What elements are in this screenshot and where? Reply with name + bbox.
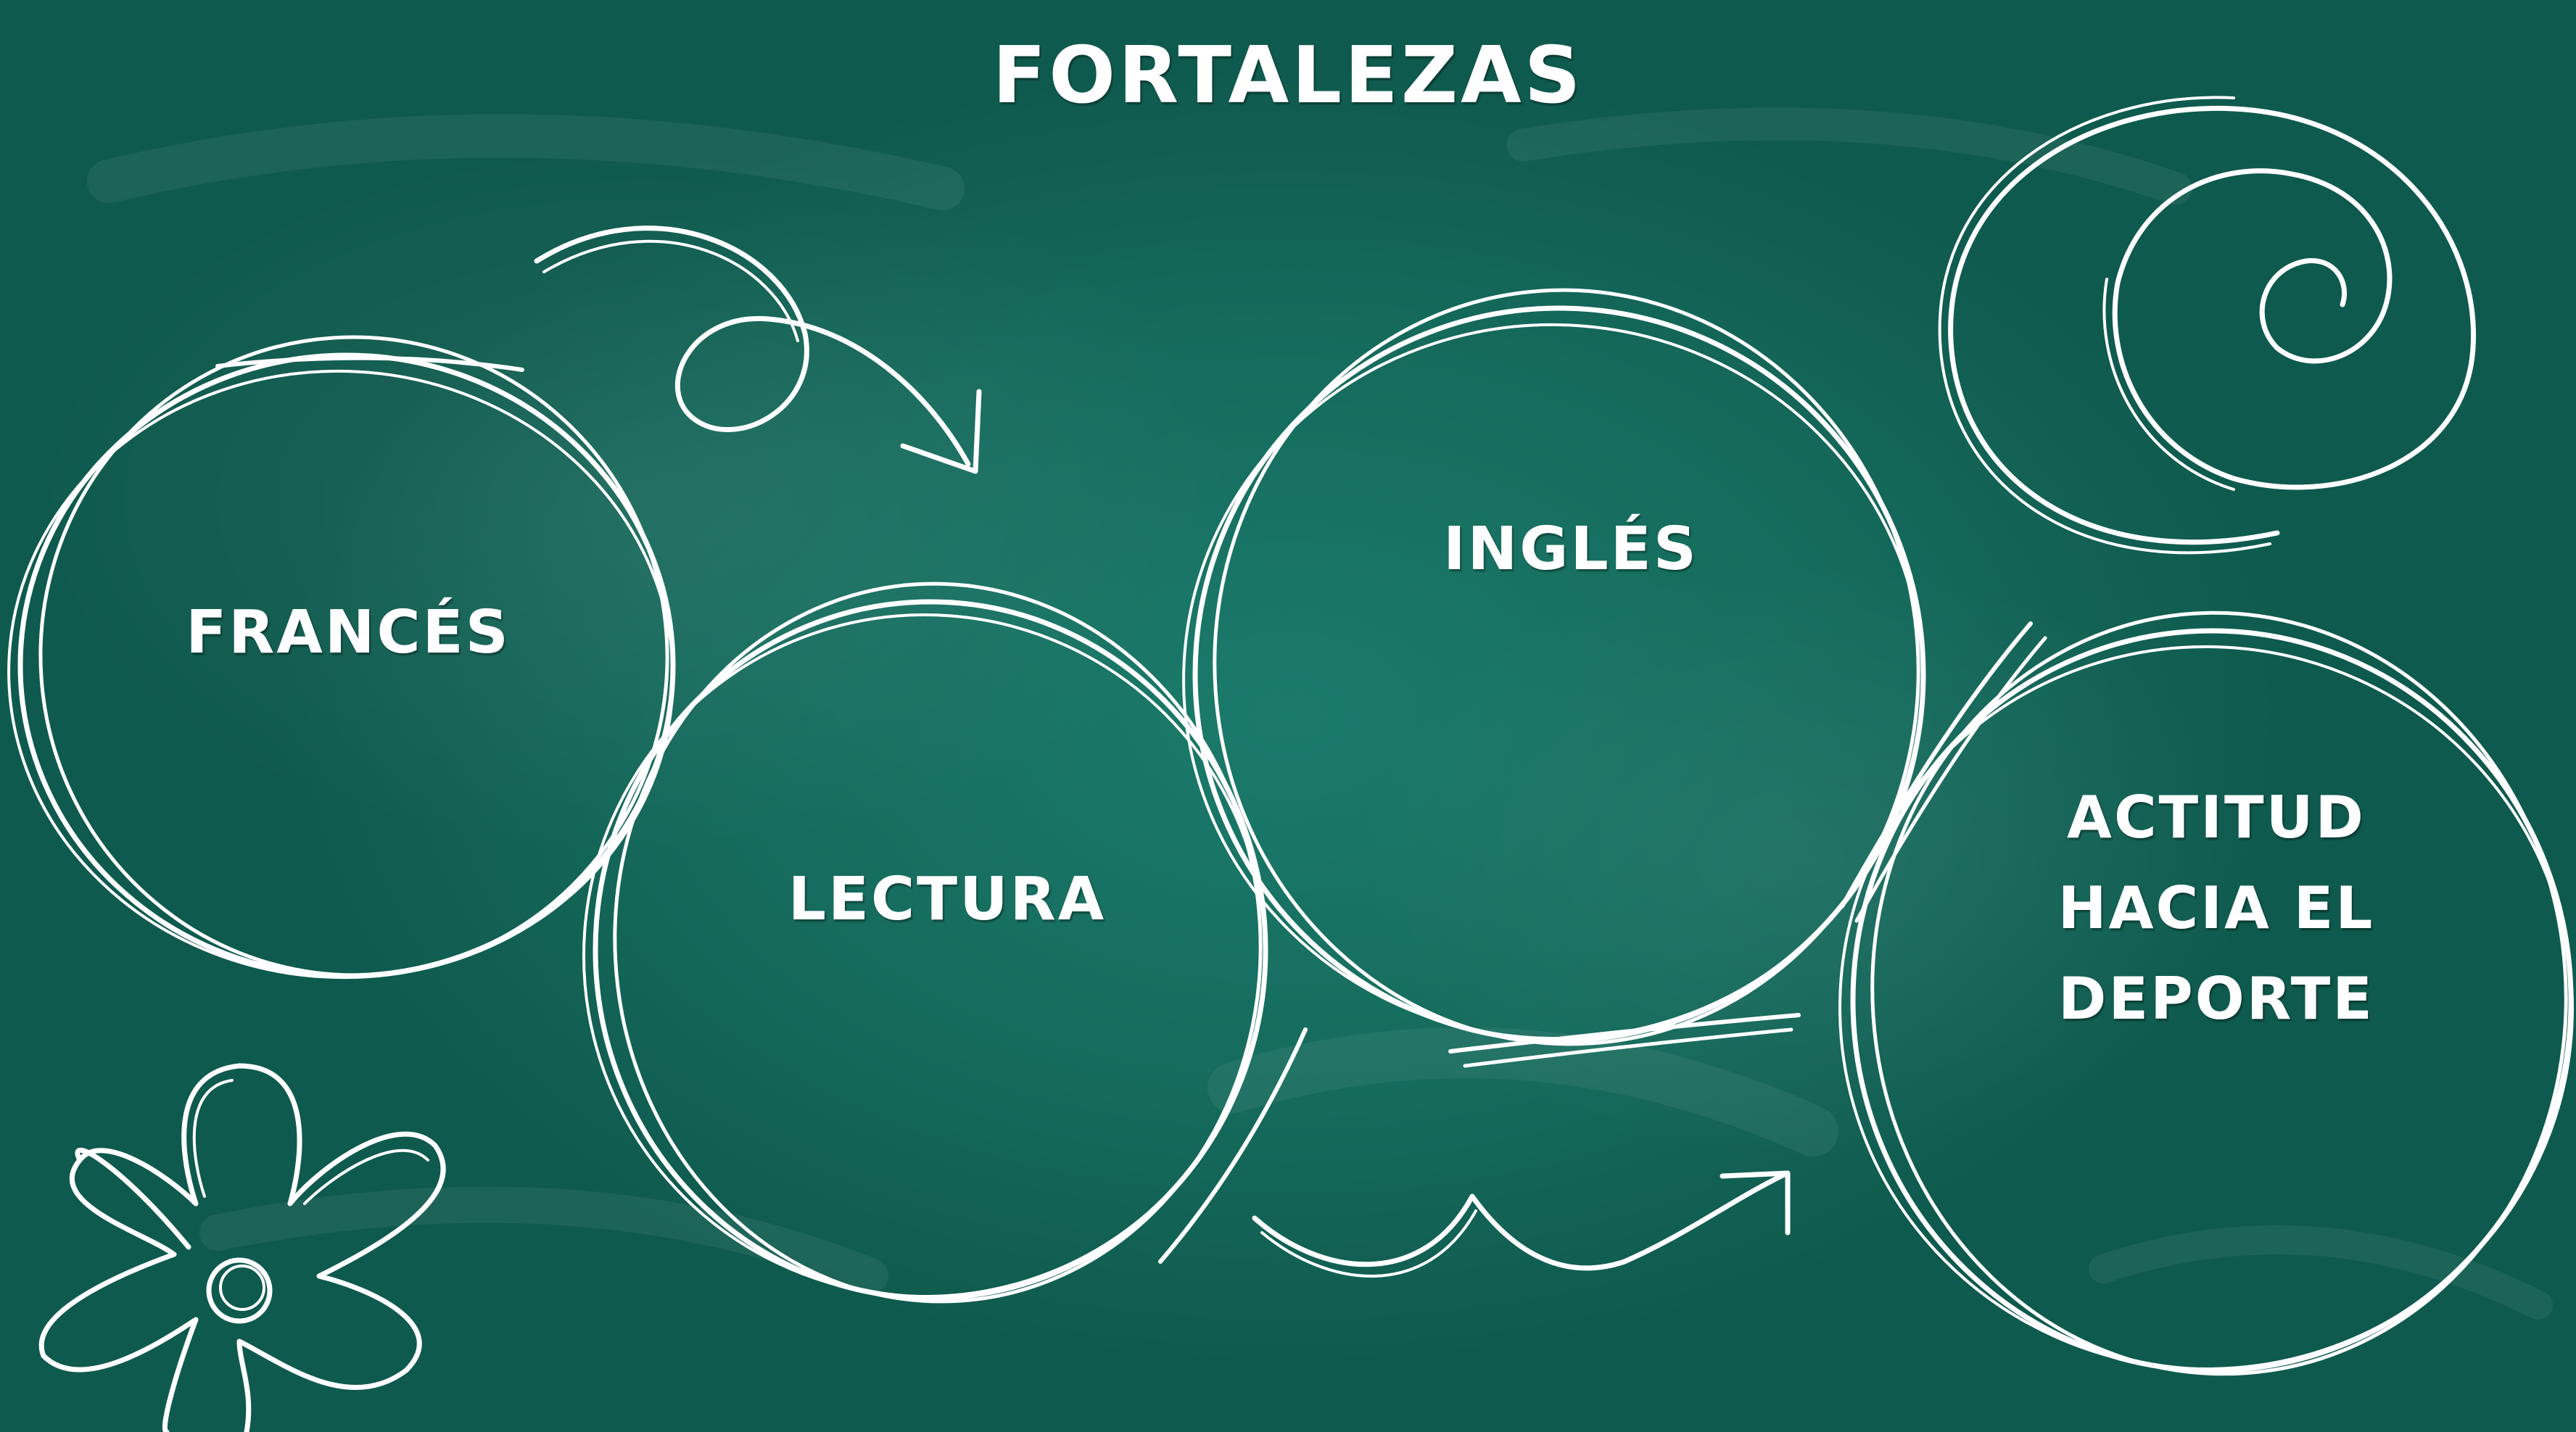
strength-label-ingles: INGLÉS (1443, 515, 1698, 584)
actitud-line-3: DEPORTE (2058, 965, 2374, 1032)
actitud-line-2: HACIA EL (2057, 874, 2375, 942)
strength-label-actitud: ACTITUD HACIA EL DEPORTE (1955, 772, 2477, 1044)
page-title: FORTALEZAS (992, 30, 1584, 121)
strength-label-lectura: LECTURA (788, 865, 1107, 934)
flower (38, 1063, 446, 1432)
curved-arrow (534, 225, 982, 474)
circle-actitud (1838, 611, 2574, 1376)
wavy-arrow (1252, 1170, 1791, 1278)
circle-lectura (582, 582, 1308, 1304)
circle-frances (7, 335, 676, 980)
spiral (1938, 96, 2477, 555)
strength-label-frances: FRANCÉS (186, 598, 511, 667)
circle-ingles (1182, 288, 1926, 1068)
actitud-line-1: ACTITUD (2067, 784, 2366, 851)
chalk-smudges (87, 107, 2553, 1320)
